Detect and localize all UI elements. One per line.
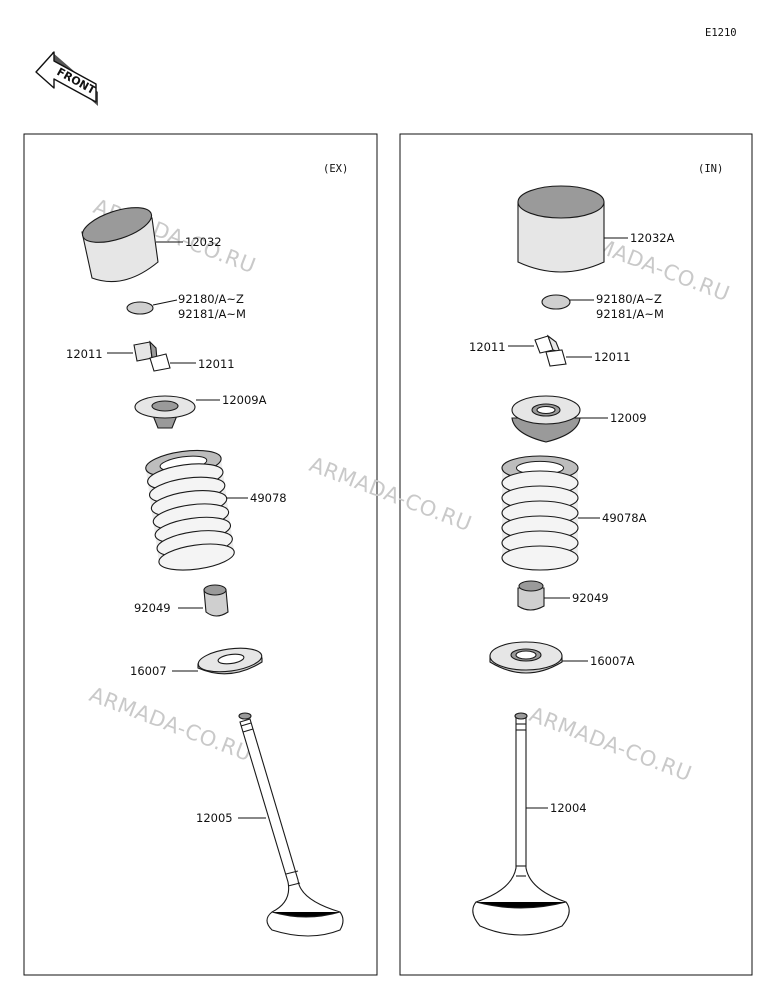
in-label-cotter-left: 12011 (469, 340, 506, 354)
watermark: ARMADA-CO.RU (86, 682, 255, 766)
diagram-code: E1210 (705, 27, 737, 39)
in-retainer (511, 395, 581, 443)
in-cotter-left (534, 334, 561, 354)
ex-label-spring: 49078 (250, 491, 287, 505)
in-cotter-right (545, 349, 567, 367)
in-label-seal: 92049 (572, 591, 609, 605)
exhaust-panel (23, 133, 378, 976)
watermark: ARMADA-CO.RU (306, 452, 475, 536)
watermark: ARMADA-CO.RU (526, 702, 695, 786)
intake-panel (399, 133, 753, 976)
in-seat (489, 641, 563, 674)
ex-label-valve: 12005 (196, 811, 233, 825)
ex-label-lifter: 12032 (185, 235, 222, 249)
front-arrow-icon: FRONT (35, 51, 98, 106)
in-label-cotter-right: 12011 (594, 350, 631, 364)
in-lifter (517, 185, 605, 273)
exhaust-title: (EX) (323, 163, 348, 175)
ex-label-seal: 92049 (134, 601, 171, 615)
in-label-spring: 49078A (602, 511, 647, 525)
ex-spring (145, 449, 235, 571)
ex-lifter (81, 207, 159, 283)
in-valve (472, 712, 570, 936)
in-spring (501, 455, 579, 571)
ex-label-cotter-right: 12011 (198, 357, 235, 371)
ex-retainer (134, 395, 196, 429)
intake-title: (IN) (698, 163, 723, 175)
in-label-shim-2: 92181/A~M (596, 307, 664, 321)
in-label-seat: 16007A (590, 654, 635, 668)
ex-label-retainer: 12009A (222, 393, 267, 407)
in-label-lifter: 12032A (630, 231, 675, 245)
ex-seat (197, 647, 263, 675)
ex-seal (203, 584, 229, 617)
in-shim (541, 294, 571, 310)
ex-label-shim-1: 92180/A~Z (178, 292, 244, 306)
in-seal (517, 580, 545, 611)
in-label-shim-1: 92180/A~Z (596, 292, 662, 306)
ex-label-cotter-left: 12011 (66, 347, 103, 361)
ex-cotter-right (149, 353, 171, 372)
ex-label-seat: 16007 (130, 664, 167, 678)
in-label-retainer: 12009 (610, 411, 647, 425)
in-label-valve: 12004 (550, 801, 587, 815)
ex-shim (126, 301, 154, 315)
ex-label-shim-2: 92181/A~M (178, 307, 246, 321)
ex-valve (238, 712, 344, 937)
